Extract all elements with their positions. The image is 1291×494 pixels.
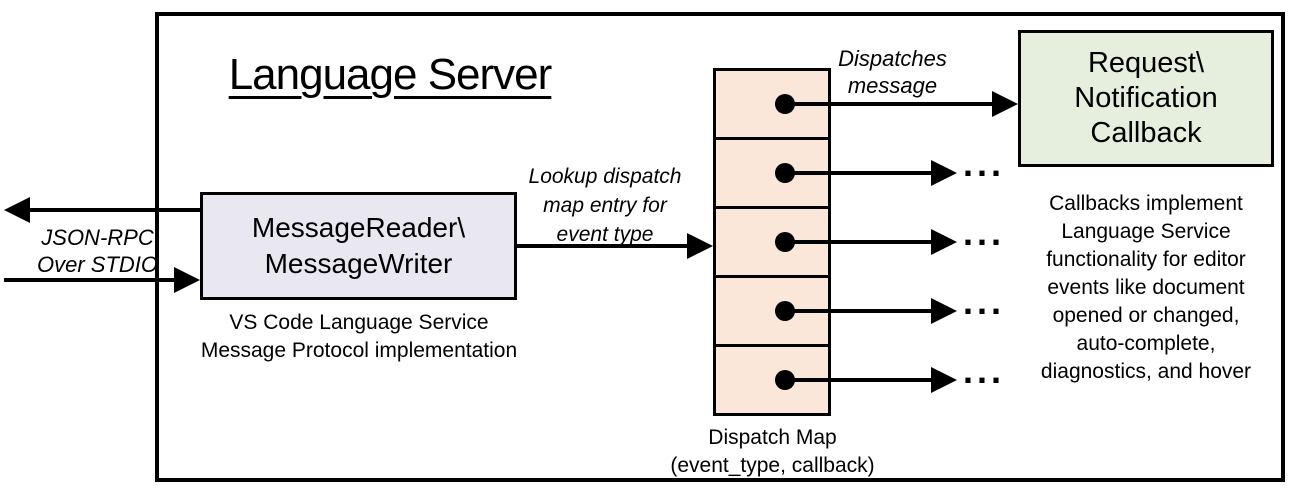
dispatch-map-cell — [716, 344, 828, 413]
dispatches-message-label: Dispatches message — [838, 46, 947, 98]
dispatch-map-caption: Dispatch Map (event_type, callback) — [670, 426, 875, 477]
callbacks-note: Callbacks implement Language Service fun… — [1040, 192, 1252, 383]
diagram-title: Language Server — [228, 50, 553, 99]
lookup-dispatch-label: Lookup dispatch map entry for event type — [528, 165, 682, 246]
ellipsis-row-3: ... — [963, 212, 1006, 253]
ellipsis-row-2: ... — [963, 143, 1006, 184]
callback-box-label: Request\ Notification Callback — [1074, 47, 1218, 149]
dispatch-map-cell — [716, 137, 828, 206]
message-reader-writer-label: MessageReader\ MessageWriter — [251, 212, 466, 279]
message-box-caption: VS Code Language Service Message Protoco… — [200, 311, 518, 362]
dispatch-map — [713, 68, 831, 416]
ellipsis-row-5: ... — [963, 350, 1006, 391]
message-reader-writer-box: MessageReader\ MessageWriter — [200, 192, 517, 300]
dispatch-map-cell — [716, 275, 828, 344]
dispatch-map-cell — [716, 71, 828, 137]
json-rpc-stdio-label: JSON-RPC Over STDIO — [36, 225, 158, 277]
request-notification-callback-box: Request\ Notification Callback — [1018, 30, 1274, 167]
ellipsis-row-4: ... — [963, 281, 1006, 322]
language-server-boundary — [155, 12, 1285, 482]
dispatch-map-cell — [716, 206, 828, 275]
